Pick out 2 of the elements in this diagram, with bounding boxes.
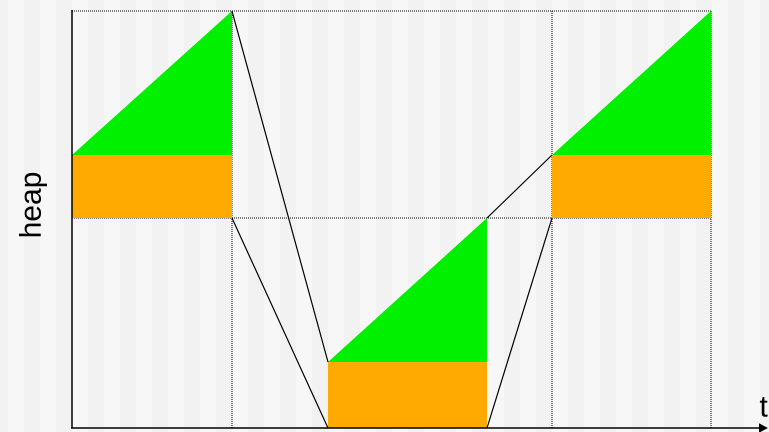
axis-label: t [760, 397, 768, 417]
axis-label: heap [19, 172, 47, 236]
